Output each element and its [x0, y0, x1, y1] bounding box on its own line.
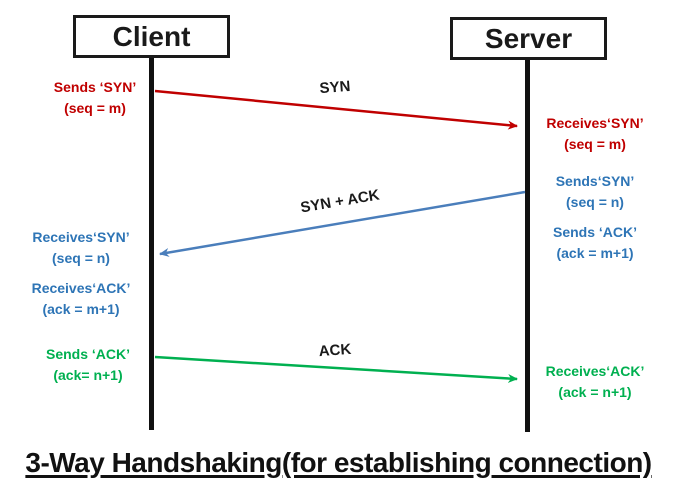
note-line: Sends ‘ACK’ — [45, 346, 130, 362]
note-line: Sends‘SYN’ — [555, 173, 635, 189]
server-sends-ack-note: Sends ‘ACK’ (ack = m+1) — [515, 222, 675, 264]
syn-arrow — [154, 89, 518, 130]
server-actor-label: Server — [484, 22, 573, 54]
client-actor-box: Client — [73, 15, 230, 58]
client-sends-syn-note: Sends ‘SYN’ (seq = m) — [15, 77, 175, 119]
note-line: (seq = m) — [564, 136, 626, 152]
note-line: Sends ‘SYN’ — [53, 79, 137, 95]
client-receives-ack-note: Receives‘ACK’ (ack = m+1) — [1, 278, 161, 320]
note-line: (ack = m+1) — [42, 301, 120, 317]
note-line: Receives‘SYN’ — [546, 115, 644, 131]
client-receives-syn-note: Receives‘SYN’ (seq = n) — [1, 227, 161, 269]
diagram-title: 3-Way Handshaking(for establishing conne… — [0, 447, 677, 479]
diagram-title-text: 3-Way Handshaking(for establishing conne… — [25, 447, 652, 478]
note-line: (ack = m+1) — [556, 245, 634, 261]
server-sends-syn-note: Sends‘SYN’ (seq = n) — [515, 171, 675, 213]
note-line: Receives‘SYN’ — [32, 229, 130, 245]
server-receives-ack-note: Receives‘ACK’ (ack = n+1) — [515, 361, 675, 403]
server-receives-syn-note: Receives‘SYN’ (seq = m) — [515, 113, 675, 155]
note-line: (ack = n+1) — [558, 384, 632, 400]
ack-arrow — [154, 355, 518, 383]
note-line: Receives‘ACK’ — [31, 280, 131, 296]
note-line: (ack= n+1) — [53, 367, 123, 383]
note-line: Receives‘ACK’ — [545, 363, 645, 379]
client-actor-label: Client — [112, 20, 191, 52]
note-line: (seq = m) — [64, 100, 126, 116]
note-line: (seq = n) — [566, 194, 624, 210]
server-actor-box: Server — [450, 17, 607, 60]
note-line: (seq = n) — [52, 250, 110, 266]
note-line: Sends ‘ACK’ — [552, 224, 637, 240]
syn-ack-arrow — [159, 190, 526, 257]
client-sends-ack-note: Sends ‘ACK’ (ack= n+1) — [8, 344, 168, 386]
